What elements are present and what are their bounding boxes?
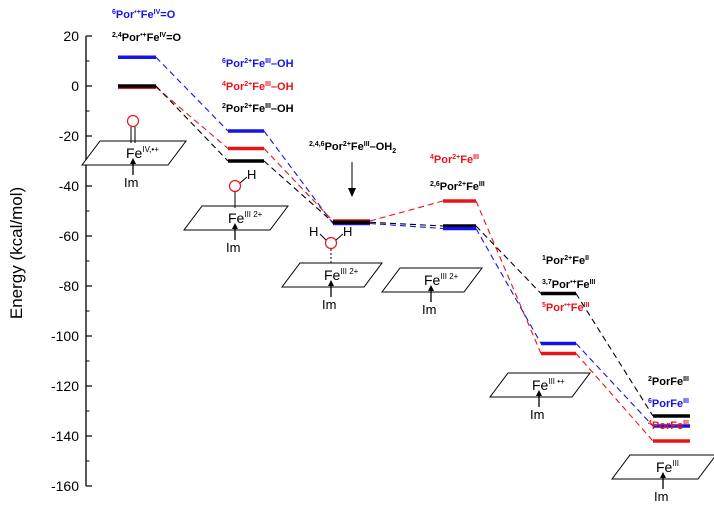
o-h-bond — [335, 233, 344, 241]
state-label-s2-0: 6Por2+FeIII–OH — [222, 58, 294, 70]
hydrogen-label: H — [247, 167, 256, 182]
im-label: Im — [124, 175, 138, 190]
connector-s1-s2-red — [155, 86, 229, 149]
im-arrow-head — [660, 472, 666, 478]
y-tick-label: -40 — [59, 178, 79, 194]
energy-levels — [118, 55, 690, 443]
state-label-s3-0: 2,4,6Por2+FeIII–OH2 — [309, 141, 396, 155]
im-label: Im — [654, 489, 668, 504]
porphyrin-plane — [281, 262, 383, 288]
state-label-s5-1: 3,7Por•+FeIII — [542, 279, 595, 291]
o-h-bond — [239, 176, 248, 184]
state-label-s5-2: 5Por•+FeIII — [542, 302, 590, 314]
state-label-s4-0: 4Por2+FeIII — [430, 154, 479, 166]
oxygen-atom — [324, 236, 338, 250]
y-tick-label: -60 — [59, 228, 79, 244]
annotation-arrow-head — [348, 188, 356, 197]
im-arrow-head — [328, 280, 334, 286]
state-label-s5-0: 1Por2+FeII — [542, 255, 589, 267]
im-label: Im — [226, 240, 240, 255]
connector-s3-s4-red — [369, 200, 444, 222]
structure-st3: FeIII 2+ Im H H — [281, 224, 383, 312]
porphyrin-plane — [81, 140, 187, 166]
oxygen-atom — [228, 179, 242, 193]
connector-s1-s2-blue — [155, 56, 229, 132]
state-label-s2-2: 2Por2+FeIII–OH — [222, 103, 294, 115]
y-axis: 20 0 -20 -40 -60 -80 -100 -120 -140 -160 — [51, 28, 92, 494]
fe-label: FeIII 2+ — [228, 210, 263, 226]
connector-s5-s6-black — [575, 293, 654, 417]
y-tick-label: 0 — [71, 78, 79, 94]
y-tick-label: -160 — [51, 478, 79, 494]
connector-s2-s3-red — [263, 148, 334, 222]
y-tick-label: -100 — [51, 328, 79, 344]
structure-st2: FeIII 2+ Im H — [183, 167, 289, 255]
oxygen-atom — [126, 114, 140, 128]
connector-s1-s2-black — [155, 85, 229, 162]
fe-label: FeIII 2+ — [424, 272, 459, 288]
state-label-s2-1: 4Por2+FeIII–OH — [222, 81, 294, 93]
annotation-arrow — [348, 162, 356, 197]
y-axis-label: Energy (kcal/mol) — [7, 187, 26, 319]
y-tick-label: 20 — [63, 28, 79, 44]
connector-s3-s4-black — [369, 221, 444, 227]
structure-st6: FeIII Im — [611, 454, 714, 504]
y-tick-label: -140 — [51, 428, 79, 444]
fe-label: FeIV,•+ — [126, 145, 159, 161]
connector-s3-s4-blue — [369, 222, 444, 230]
connector-s5-s6-blue — [575, 343, 654, 427]
connector-s4-s5-blue — [475, 228, 542, 344]
connector-s2-s3-black — [263, 160, 334, 223]
fe-label: FeIII 2+ — [324, 267, 359, 283]
structure-st5: FeIII •+ Im — [489, 372, 591, 422]
porphyrin-plane — [381, 267, 483, 293]
connector-s4-s5-red — [475, 200, 542, 354]
state-label-s6-2: 4PorFeIII — [648, 420, 689, 432]
state-label-s6-1: 6PorFeIII — [648, 398, 689, 410]
hydrogen-label: H — [343, 224, 352, 239]
im-arrow-head — [536, 390, 542, 396]
connector-s4-s5-black — [475, 225, 542, 294]
structure-st4: FeIII 2+ Im — [381, 267, 483, 317]
state-label-s6-0: 2PorFeIII — [648, 376, 689, 388]
y-tick-label: -120 — [51, 378, 79, 394]
im-label: Im — [322, 297, 336, 312]
hydrogen-label-2: H — [309, 224, 318, 239]
state-label-s1-0: 6Por•+FeIV=O — [112, 9, 176, 21]
fe-label: FeIII •+ — [532, 377, 565, 393]
structure-st1: FeIV,•+ Im — [81, 114, 187, 190]
porphyrin-plane — [183, 205, 289, 231]
im-label: Im — [422, 302, 436, 317]
y-tick-label: -20 — [59, 128, 79, 144]
im-label: Im — [530, 407, 544, 422]
state-label-s4-1: 2,6Por2+FeIII — [430, 181, 485, 193]
im-arrow-head — [232, 223, 238, 229]
fe-label: FeIII — [656, 459, 679, 475]
im-arrow-head — [428, 285, 434, 291]
o-h2-bond — [319, 233, 327, 241]
connector-lines — [155, 56, 654, 442]
im-arrow-head — [130, 158, 136, 164]
porphyrin-plane — [489, 372, 591, 398]
state-label-s1-1: 2,4Por•+FeIV=O — [112, 32, 182, 44]
state-labels: 6Por•+FeIV=O 2,4Por•+FeIV=O 6Por2+FeIII–OH… — [112, 9, 689, 432]
y-tick-label: -80 — [59, 278, 79, 294]
porphyrin-plane — [611, 454, 714, 480]
